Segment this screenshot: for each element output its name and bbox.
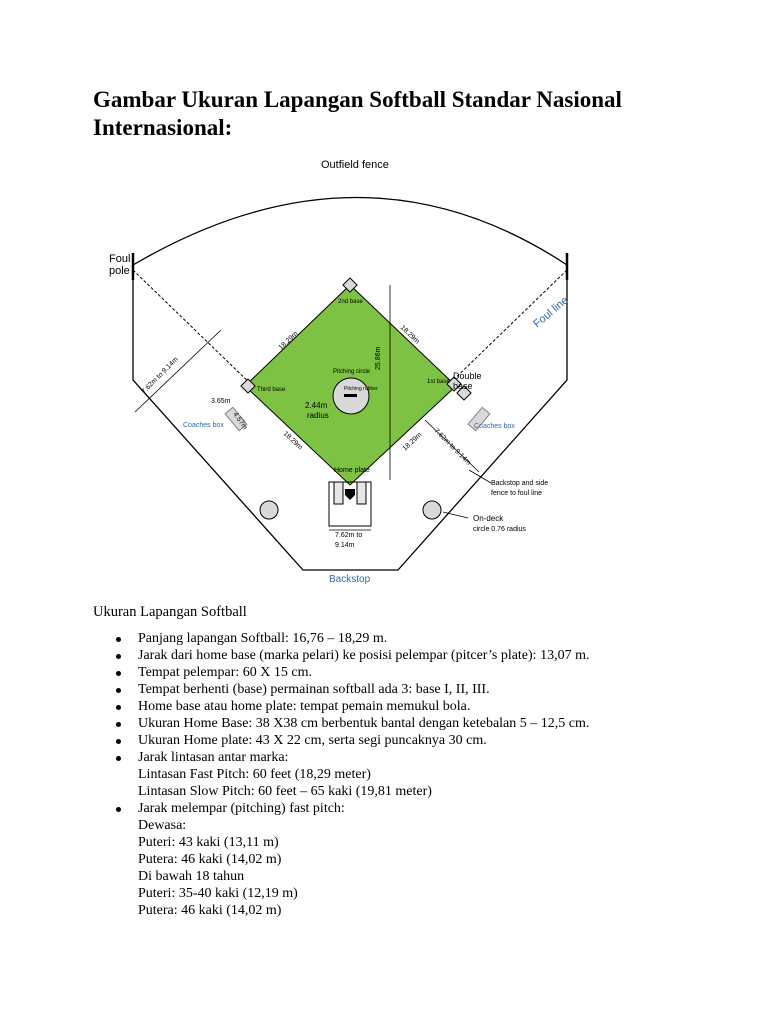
dim-home-2b-label: 25.86m: [375, 346, 382, 370]
second-base-label: 2nd base: [338, 299, 363, 305]
list-item: Panjang lapangan Softball: 16,76 – 18,29…: [93, 630, 713, 647]
home-dist-label-2: 9.14m: [335, 542, 355, 549]
outfield-fence: [132, 196, 568, 266]
coaches-box-left-label: Coaches box: [183, 422, 224, 429]
list-item-line: Jarak melempar (pitching) fast pitch:: [138, 801, 345, 816]
batters-box-left: [333, 481, 344, 505]
backstop-side-label-1: Backstop and side: [491, 480, 548, 487]
dim-365-label: 3.65m: [211, 398, 231, 405]
on-deck-circle-right: [422, 500, 442, 520]
pitching-circle-label: Pitching circle: [333, 369, 371, 375]
coaches-box-right-label: Coaches box: [474, 423, 515, 430]
list-item: Home base atau home plate: tempat pemain…: [93, 698, 713, 715]
double-base-label-2: base: [453, 381, 473, 391]
pitching-rubber-label: Pitching rubber: [344, 386, 378, 392]
list-item: Jarak lintasan antar marka: Lintasan Fast…: [93, 749, 713, 800]
on-deck-label-1: On-deck: [473, 514, 504, 523]
list-item: Ukuran Home plate: 43 X 22 cm, serta seg…: [93, 732, 713, 749]
radius-label-1: 2.44m: [305, 401, 328, 410]
page-title: Gambar Ukuran Lapangan Softball Standar …: [93, 87, 622, 140]
side-fence: [132, 270, 568, 571]
list-item: Tempat pelempar: 60 X 15 cm.: [93, 664, 713, 681]
foul-pole-label-1: Foul: [109, 253, 130, 265]
home-plate: [345, 489, 355, 500]
foul-pole-label-2: pole: [109, 265, 130, 277]
third-base: [240, 378, 256, 394]
on-deck-label-2: circle 0.76 radius: [473, 526, 526, 533]
softball-field-diagram: Outfield fence Foul pole Foul line 2nd b…: [109, 159, 571, 585]
leader-on-deck: [442, 511, 469, 519]
leader-backstop: [468, 469, 492, 484]
list-item-line: Lintasan Fast Pitch: 60 feet (18,29 mete…: [138, 767, 371, 782]
list-item-line: Di bawah 18 tahun: [138, 869, 245, 884]
list-item-line: Tempat berhenti (base) permainan softbal…: [138, 682, 490, 697]
catchers-box: [328, 481, 372, 527]
list-item-line: Dewasa:: [138, 818, 187, 833]
facts-list: Panjang lapangan Softball: 16,76 – 18,29…: [93, 630, 713, 919]
second-base: [342, 277, 358, 293]
third-base-label: Third base: [257, 387, 286, 393]
home-dist-label-1: 7.62m to: [335, 532, 362, 539]
list-item: Jarak melempar (pitching) fast pitch: Dew…: [93, 800, 713, 919]
foul-line-label: Foul line: [531, 294, 571, 330]
dim-left-foul-label: 7.62m to 9.14m: [140, 356, 179, 395]
list-item-line: Puteri: 43 kaki (13,11 m): [138, 835, 279, 850]
dim-line-right: [424, 419, 480, 473]
radius-label-2: radius: [307, 411, 329, 420]
dim-line-left: [134, 329, 222, 413]
list-item-line: Jarak lintasan antar marka:: [138, 750, 289, 765]
first-base: [446, 376, 462, 392]
home-plate-label: Home plate: [334, 467, 370, 474]
list-item-line: Ukuran Home Base: 38 X38 cm berbentuk ba…: [138, 716, 590, 731]
list-item-line: Jarak dari home base (marka pelari) ke p…: [138, 648, 590, 663]
coaches-box-right: [467, 406, 491, 432]
double-base: [456, 385, 472, 401]
first-base-label: 1st base: [427, 379, 450, 385]
dim-1b-home-label: 18.29m: [402, 431, 424, 452]
list-item: Ukuran Home Base: 38 X38 cm berbentuk ba…: [93, 715, 713, 732]
list-item: Tempat berhenti (base) permainan softbal…: [93, 681, 713, 698]
batters-box-right: [356, 481, 367, 505]
pitching-rubber: [344, 394, 357, 397]
list-item-line: Putera: 46 kaki (14,02 m): [138, 903, 282, 918]
list-item-line: Panjang lapangan Softball: 16,76 – 18,29…: [138, 631, 388, 646]
list-item-line: Tempat pelempar: 60 X 15 cm.: [138, 665, 312, 680]
list-item-line: Putera: 46 kaki (14,02 m): [138, 852, 282, 867]
section-heading: Ukuran Lapangan Softball: [93, 604, 247, 620]
list-item-line: Ukuran Home plate: 43 X 22 cm, serta seg…: [138, 733, 487, 748]
list-item-line: Home base atau home plate: tempat pemain…: [138, 699, 471, 714]
double-base-label-1: Double: [453, 371, 482, 381]
list-item: Jarak dari home base (marka pelari) ke p…: [93, 647, 713, 664]
backstop-label: Backstop: [329, 574, 371, 585]
dim-right-foul-label: 7.62m to 9.14m: [433, 427, 472, 466]
list-item-line: Puteri: 35-40 kaki (12,19 m): [138, 886, 298, 901]
on-deck-circle-left: [259, 500, 279, 520]
backstop-side-label-2: fence to foul line: [491, 490, 542, 497]
coaches-box-left: [224, 406, 248, 432]
outfield-fence-label: Outfield fence: [321, 159, 389, 171]
list-item-line: Lintasan Slow Pitch: 60 feet – 65 kaki (…: [138, 784, 432, 799]
